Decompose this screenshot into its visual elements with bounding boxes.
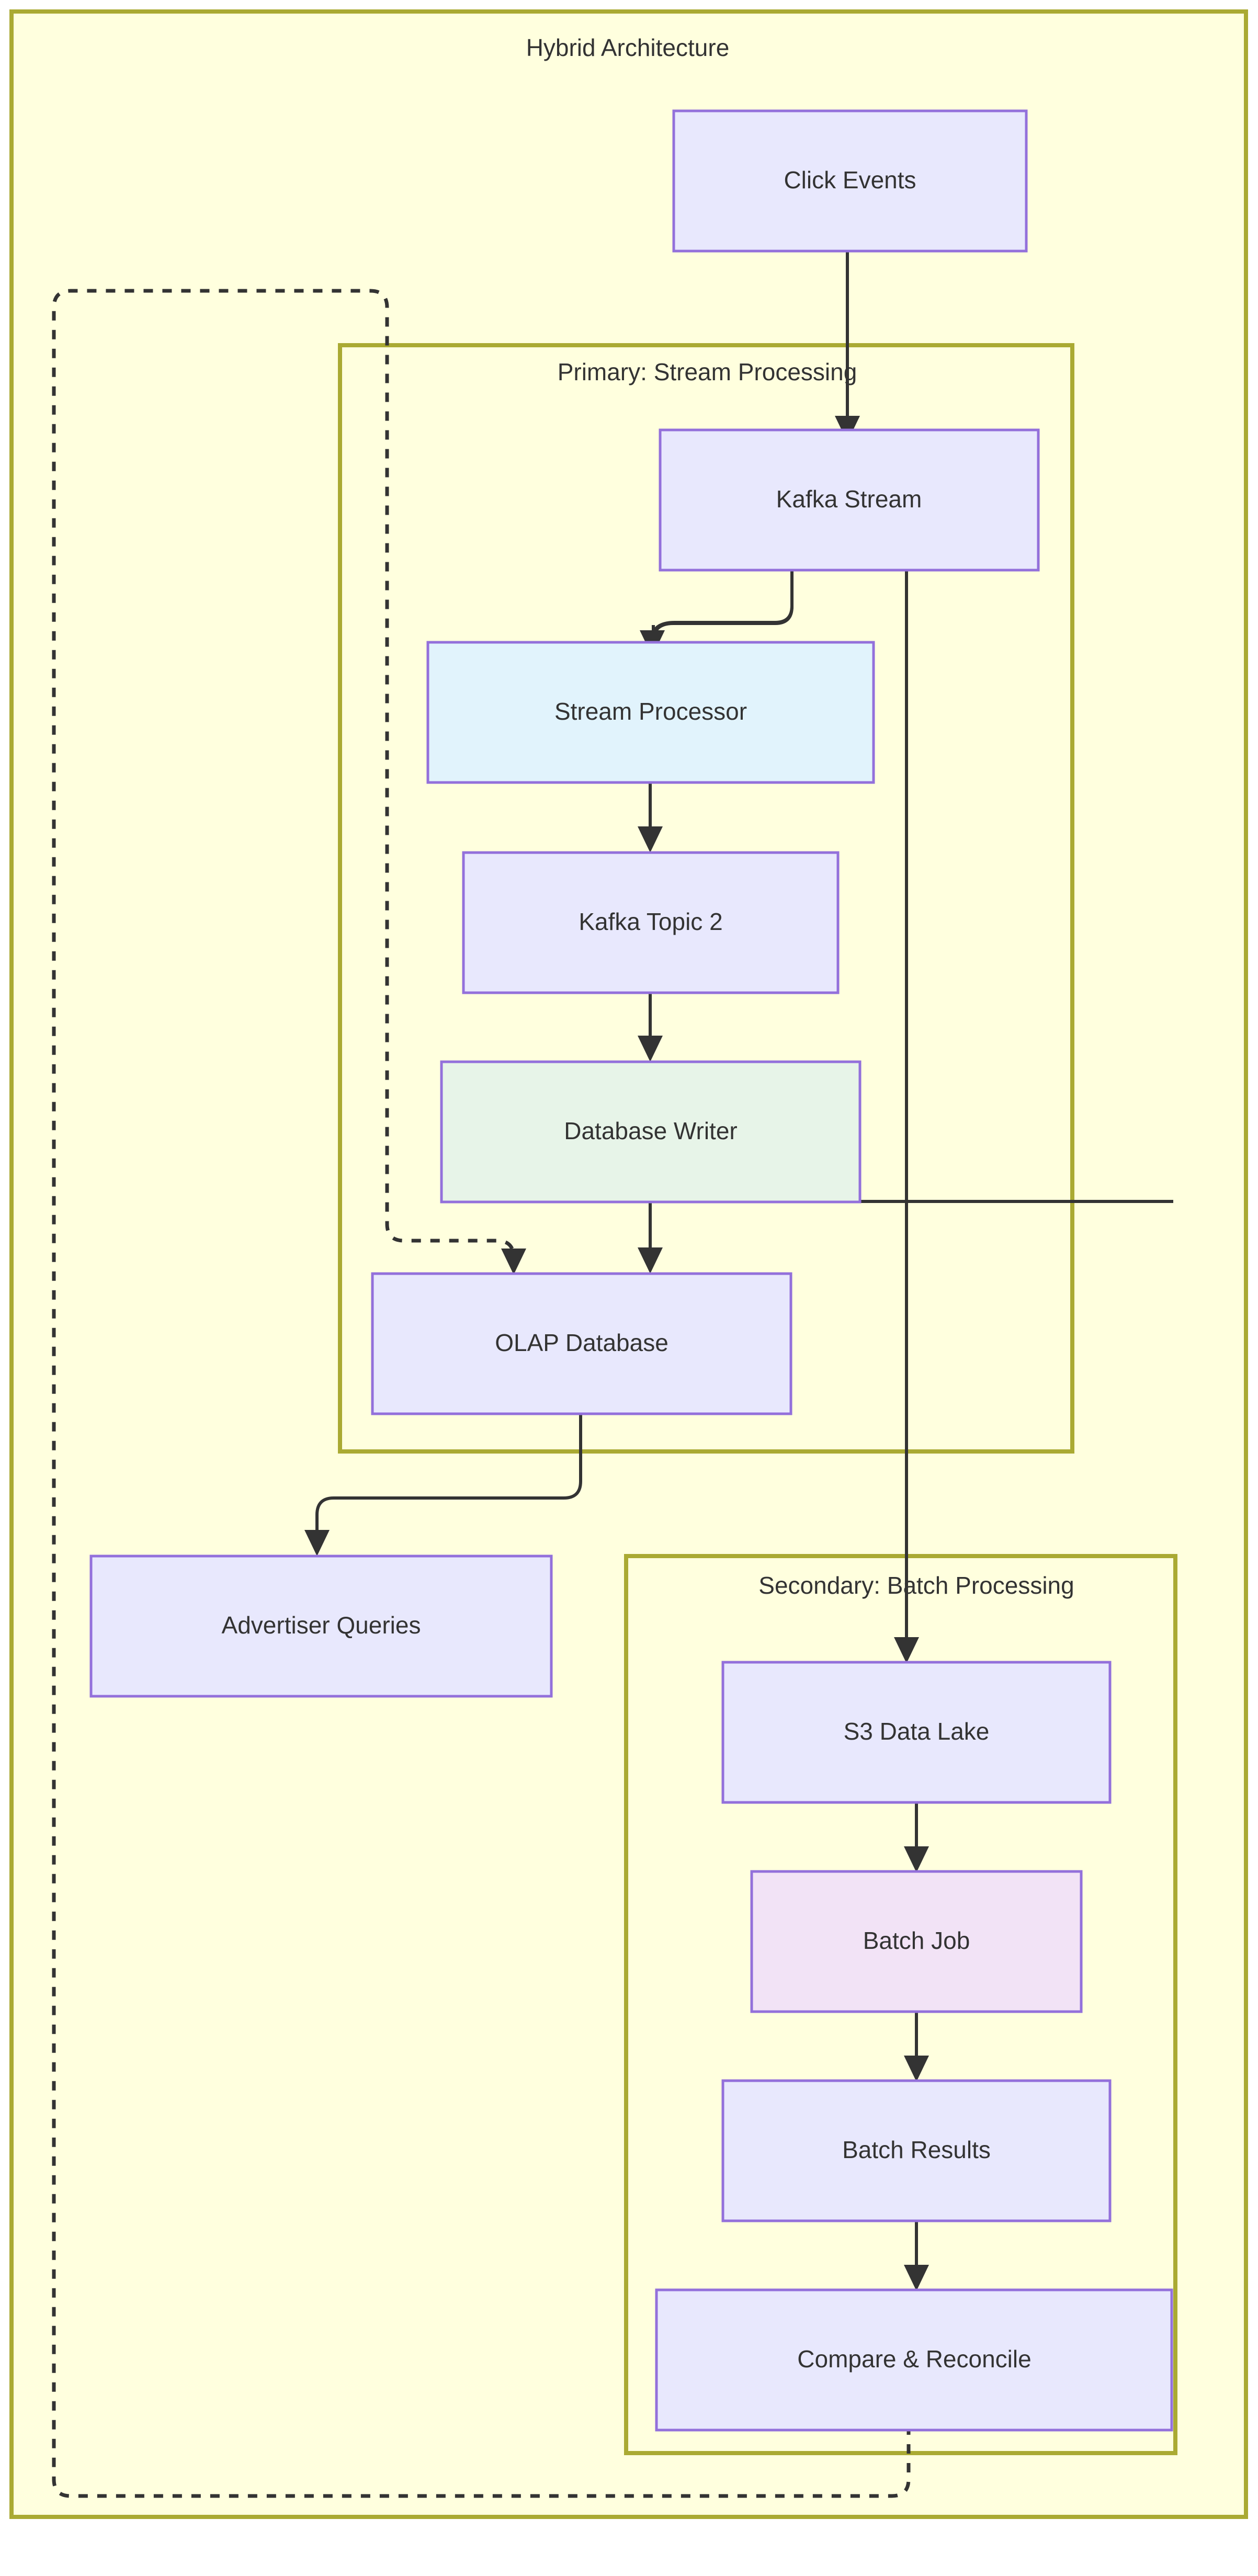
- node-click-events[interactable]: Click Events: [672, 109, 1028, 253]
- node-stream-processor-label: Stream Processor: [554, 698, 747, 725]
- node-database-writer-label: Database Writer: [564, 1117, 738, 1144]
- node-batch-results-label: Batch Results: [842, 2136, 991, 2163]
- cluster-primary-stream-processing-label: Primary: Stream Processing: [558, 358, 857, 385]
- node-kafka-stream[interactable]: Kafka Stream: [659, 428, 1040, 572]
- node-s3-data-lake-label: S3 Data Lake: [844, 1718, 990, 1745]
- node-s3-data-lake[interactable]: S3 Data Lake: [721, 1661, 1112, 1804]
- edge-kafka-stream-to-s3-data-lake: [894, 570, 919, 1663]
- node-database-writer[interactable]: Database Writer: [440, 1060, 862, 1204]
- edge-stream-processor-to-kafka-topic-2: [638, 783, 663, 853]
- node-advertiser-queries-label: Advertiser Queries: [222, 1612, 421, 1639]
- node-click-events-label: Click Events: [784, 166, 916, 194]
- edge-olap-database-to-advertiser-queries: [304, 1414, 582, 1556]
- node-olap-database-label: OLAP Database: [495, 1329, 668, 1356]
- node-batch-job[interactable]: Batch Job: [750, 1870, 1083, 2013]
- node-stream-processor[interactable]: Stream Processor: [426, 641, 875, 784]
- node-kafka-topic-2[interactable]: Kafka Topic 2: [462, 851, 840, 994]
- edge-kafka-topic-2-to-database-writer: [638, 992, 663, 1062]
- edge-s3-data-lake-to-batch-job: [904, 1802, 929, 1873]
- cluster-hybrid-architecture-label: Hybrid Architecture: [526, 34, 730, 61]
- edge-compare-reconcile-to-olap-database: [52, 289, 911, 2498]
- node-kafka-topic-2-label: Kafka Topic 2: [579, 908, 722, 935]
- edge-batch-job-to-batch-results: [904, 2011, 929, 2082]
- node-compare-reconcile[interactable]: Compare & Reconcile: [655, 2288, 1173, 2432]
- node-olap-database[interactable]: OLAP Database: [371, 1272, 792, 1415]
- node-kafka-stream-label: Kafka Stream: [776, 485, 922, 513]
- node-batch-results[interactable]: Batch Results: [721, 2079, 1112, 2222]
- node-batch-job-label: Batch Job: [863, 1927, 970, 1954]
- node-advertiser-queries[interactable]: Advertiser Queries: [89, 1554, 553, 1698]
- edge-batch-results-to-compare-reconcile: [904, 2220, 929, 2291]
- cluster-secondary-batch-processing-label: Secondary: Batch Processing: [758, 1572, 1074, 1599]
- node-compare-reconcile-label: Compare & Reconcile: [797, 2345, 1031, 2373]
